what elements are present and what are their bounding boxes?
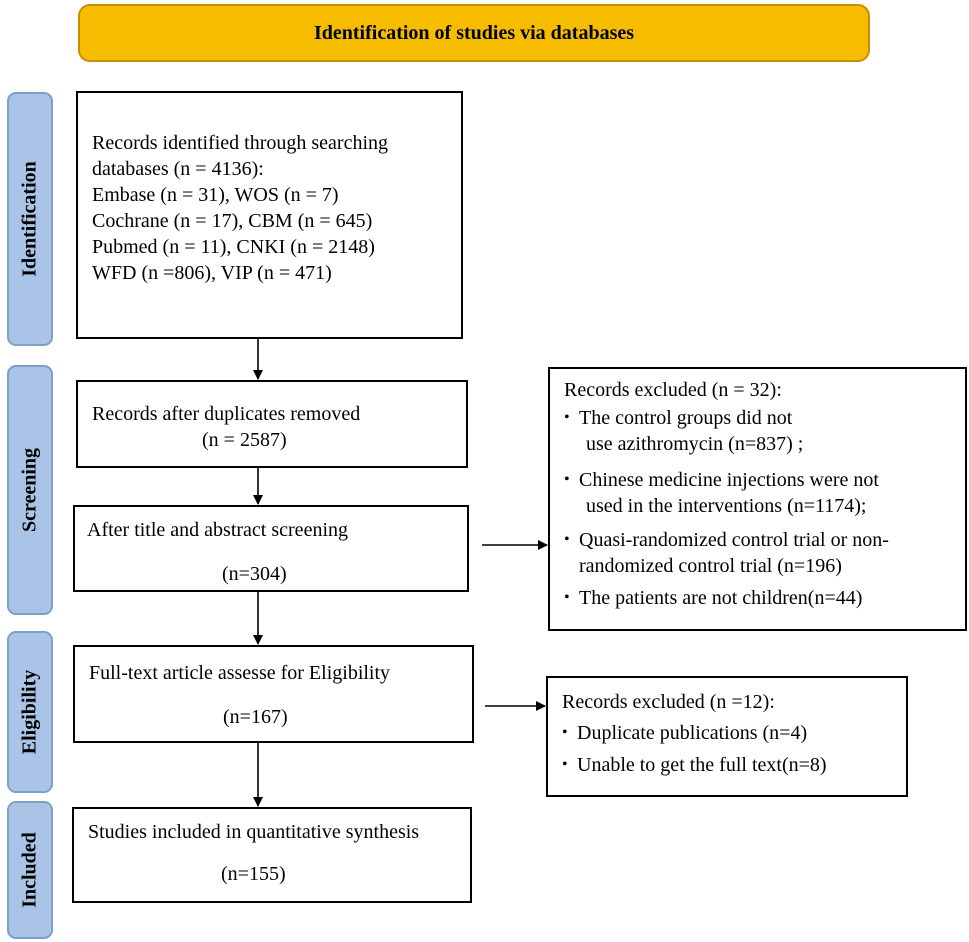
exclusion-item: Duplicate publications (n=4) [562, 720, 807, 746]
identified-line: Records identified through searching [92, 132, 389, 154]
included-studies-box: Studies included in quantitative synthes… [72, 807, 472, 903]
screened-count: (n=304) [222, 563, 287, 585]
stage-eligibility: Eligibility [7, 631, 53, 793]
fulltext-assessed-box: Full-text article assesse for Eligibilit… [73, 645, 474, 743]
header-title: Identification of studies via databases [313, 21, 635, 44]
screened-label: After title and abstract screening [87, 519, 348, 541]
identified-line: Embase (n = 31), WOS (n = 7) [92, 184, 339, 206]
exclusion-item: The patients are not children(n=44) [564, 585, 862, 611]
screened-records-box: After title and abstract screening (n=30… [73, 505, 469, 592]
eligibility-exclusions-box: Records excluded (n =12): Duplicate publ… [546, 676, 908, 797]
stage-included: Included [7, 801, 53, 939]
identified-line: WFD (n =806), VIP (n = 471) [92, 262, 332, 284]
dedup-count: (n = 2587) [202, 429, 287, 451]
exclusion-item: Unable to get the full text(n=8) [562, 752, 827, 778]
eligibility-exclusions-title: Records excluded (n =12): [562, 691, 775, 713]
identified-line: databases (n = 4136): [92, 158, 264, 180]
header-banner: Identification of studies via databases [78, 4, 870, 62]
fulltext-label: Full-text article assesse for Eligibilit… [89, 662, 391, 684]
identified-line: Cochrane (n = 17), CBM (n = 645) [92, 210, 373, 232]
dedup-label: Records after duplicates removed [92, 403, 361, 425]
identified-line: Pubmed (n = 11), CNKI (n = 2148) [92, 236, 375, 258]
stage-screening: Screening [7, 365, 53, 615]
screening-exclusions-title: Records excluded (n = 32): [564, 379, 782, 401]
fulltext-count: (n=167) [223, 706, 288, 728]
dedup-records-box: Records after duplicates removed (n = 25… [76, 380, 468, 468]
identified-records-box: Records identified through searching dat… [76, 91, 463, 339]
included-count: (n=155) [221, 863, 286, 885]
stage-identification: Identification [7, 92, 53, 346]
screening-exclusions-box: Records excluded (n = 32): The control g… [548, 367, 967, 631]
exclusion-item: The control groups did not [564, 405, 792, 431]
exclusion-item-cont: use azithromycin (n=837) ; [586, 433, 804, 455]
exclusion-item-cont: randomized control trial (n=196) [579, 555, 842, 577]
exclusion-item-cont: used in the interventions (n=1174); [586, 495, 867, 517]
included-label: Studies included in quantitative synthes… [88, 821, 420, 843]
exclusion-item: Chinese medicine injections were not [564, 467, 879, 493]
exclusion-item: Quasi-randomized control trial or non- [564, 527, 889, 553]
